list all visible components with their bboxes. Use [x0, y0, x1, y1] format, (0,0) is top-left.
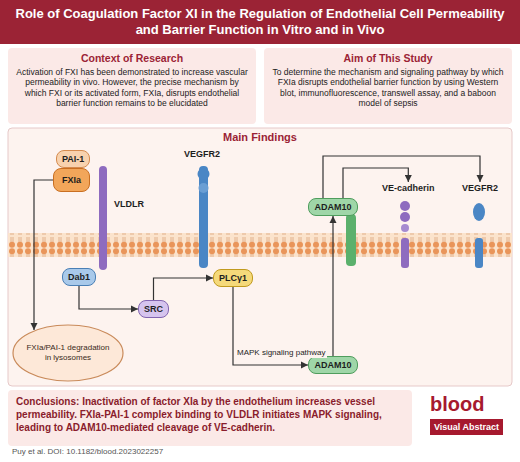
cleaved-protein-label: VEGFR2	[460, 182, 500, 194]
receptor-label: VLDLR	[112, 198, 146, 210]
title-banner: Role of Coagulation Factor XI in the Reg…	[0, 0, 520, 44]
protein-name: VEGFR2	[184, 148, 220, 160]
findings-ground	[8, 128, 512, 386]
cleaved-fragment	[400, 212, 410, 222]
protein-name: ADAM10	[314, 201, 352, 213]
cleaved-fragment	[401, 224, 409, 232]
protein-name: FXIa	[62, 174, 81, 186]
lysosome-shape	[13, 325, 123, 381]
signal-arrow	[34, 180, 53, 330]
journal-logo: blood	[430, 392, 484, 416]
card-text: Activation of FXI has been demonstrated …	[15, 67, 249, 108]
kinase-box: SRC	[138, 300, 169, 318]
receptor-domain	[199, 183, 209, 193]
panel-heading: Main Findings	[8, 128, 512, 144]
context-box: Context of ResearchActivation of FXI has…	[8, 48, 256, 124]
card-text: To determine the mechanism and signaling…	[271, 67, 505, 108]
adam10-protease	[346, 214, 356, 266]
protease-box: ADAM10	[308, 356, 358, 374]
cleaved-protein-label: VE-cadherin	[380, 182, 437, 194]
protein-name: ADAM10	[314, 359, 352, 371]
protein-name: VEGFR2	[462, 182, 498, 194]
pai1-protein: PAI-1	[56, 150, 90, 168]
findings-panel: Main FindingsPAI-1FXIaVLDLR Dab1FXIa/PAI-…	[8, 128, 512, 386]
ve-cadherin-stub	[401, 238, 409, 268]
protein-name: Dab1	[68, 271, 90, 283]
arrow-label: MAPK signaling pathway	[236, 348, 327, 358]
signal-arrow	[323, 156, 480, 198]
conclusion-box: Conclusions: Inactivation of factor XIa …	[8, 390, 412, 446]
signal-arrow	[154, 278, 214, 300]
protein-name: PAI-1	[62, 153, 84, 165]
enzyme-box: PLCγ1	[213, 269, 253, 287]
protein-name: PLCγ1	[219, 272, 247, 284]
protein-name: SRC	[144, 303, 163, 315]
aim-box: Aim of This Study To determine the mechan…	[264, 48, 512, 124]
protein-name: VE-cadherin	[382, 182, 435, 194]
citation-text: Puy et al. DOI: 10.1182/blood.2023022257	[12, 447, 163, 457]
conclusion-lead: Conclusions:	[16, 396, 79, 407]
adaptor-protein: Dab1	[62, 268, 96, 286]
card-heading: Aim of This Study	[271, 52, 505, 65]
vegfr2-stub	[475, 238, 483, 268]
fxia-protein: FXIa	[53, 168, 90, 192]
protein-name: VLDLR	[114, 198, 144, 210]
lysosome-text: FXIa/PAI-1 degradation in lysosomes	[26, 343, 110, 363]
cleaved-fragment	[473, 203, 485, 221]
receptor-label: VEGFR2	[182, 148, 222, 160]
lysosome-oval: FXIa/PAI-1 degradation in lysosomes	[12, 324, 124, 382]
vldlr-receptor	[99, 166, 107, 270]
vegfr2-receptor	[199, 166, 208, 268]
card-heading: Context of Research	[15, 52, 249, 65]
cell-membrane	[8, 233, 512, 257]
signal-arrow	[332, 216, 333, 356]
signal-arrow	[79, 286, 138, 309]
receptor-domain	[198, 168, 210, 180]
protease-box: ADAM10	[308, 198, 358, 216]
logo-badge: Visual Abstract	[430, 419, 503, 435]
cleaved-fragment	[400, 201, 410, 211]
